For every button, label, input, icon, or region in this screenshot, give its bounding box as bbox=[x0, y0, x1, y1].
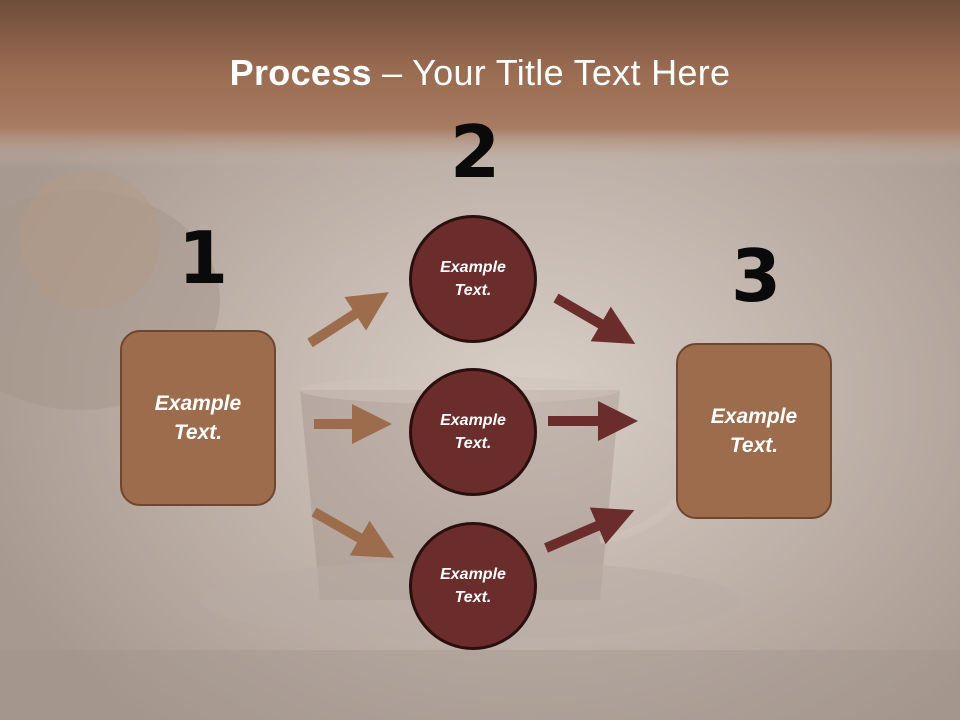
circle-top-text: Example Text. bbox=[440, 259, 506, 299]
circle-middle-text: Example Text. bbox=[440, 412, 506, 452]
circle-step-top[interactable]: Example Text. bbox=[409, 215, 537, 343]
right-step-box[interactable]: Example Text. bbox=[676, 343, 832, 519]
right-step-text: Example Text. bbox=[710, 405, 798, 457]
left-step-box[interactable]: Example Text. bbox=[120, 330, 276, 506]
left-step-text: Example Text. bbox=[154, 392, 242, 444]
circle-step-bottom[interactable]: Example Text. bbox=[409, 522, 537, 650]
title-bold: Process bbox=[229, 52, 372, 93]
step-number-1: 1 bbox=[178, 216, 229, 300]
step-number-2: 2 bbox=[450, 110, 501, 194]
circle-step-middle[interactable]: Example Text. bbox=[409, 368, 537, 496]
slide-title: Process – Your Title Text Here bbox=[0, 52, 960, 94]
circle-bottom-text: Example Text. bbox=[440, 566, 506, 606]
title-rest: – Your Title Text Here bbox=[371, 52, 731, 93]
step-number-3: 3 bbox=[731, 234, 782, 318]
